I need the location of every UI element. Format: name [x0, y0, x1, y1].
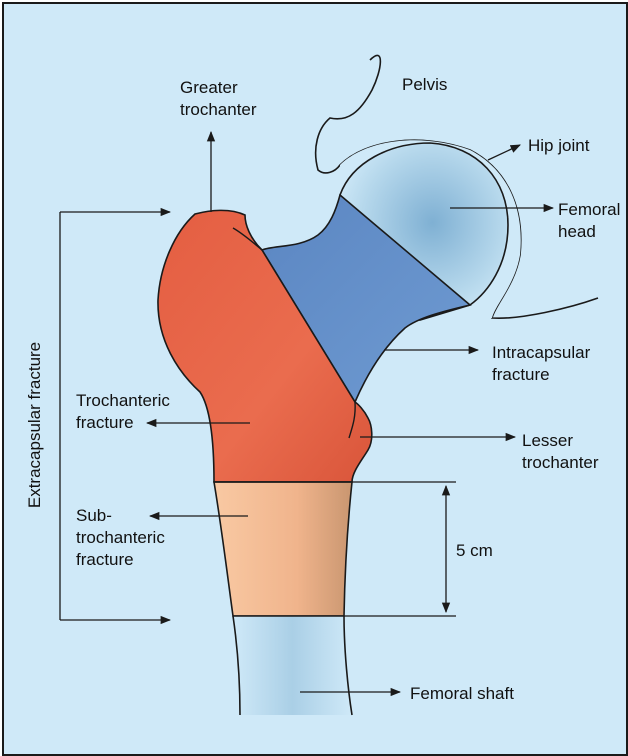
subtrochanteric-region: [214, 482, 352, 616]
femoral-shaft: [233, 616, 352, 715]
femoral-head-label: Femoral head: [558, 199, 620, 243]
distance-label: 5 cm: [456, 540, 493, 562]
femoral-shaft-label: Femoral shaft: [410, 683, 514, 705]
trochanteric-fracture-label: Trochanteric fracture: [76, 390, 170, 434]
subtrochanteric-fracture-label: Sub- trochanteric fracture: [76, 505, 165, 571]
hip-joint-label: Hip joint: [528, 135, 589, 157]
intracapsular-fracture-label: Intracapsular fracture: [492, 342, 590, 386]
lesser-trochanter-label: Lesser trochanter: [522, 430, 599, 474]
greater-trochanter-label: Greater trochanter: [180, 77, 257, 121]
extracapsular-fracture-label: Extracapsular fracture: [25, 342, 45, 508]
pelvis-label: Pelvis: [402, 74, 447, 96]
